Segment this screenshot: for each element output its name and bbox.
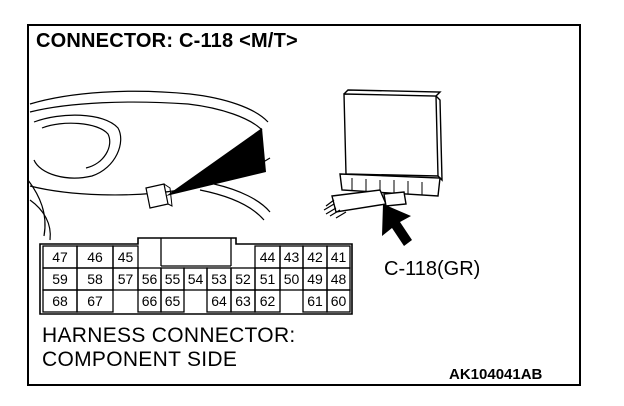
dashboard-left-edge <box>27 179 46 237</box>
steering-column <box>29 199 51 241</box>
pin-number: 58 <box>87 271 103 287</box>
callout-wedge <box>166 128 266 196</box>
pin-cell <box>326 289 351 313</box>
pin-cell <box>76 289 114 313</box>
pin-number: 59 <box>52 271 68 287</box>
pin-number: 54 <box>188 271 204 287</box>
pin-number: 53 <box>211 271 227 287</box>
pin-number: 50 <box>284 271 300 287</box>
harness-label-line2: COMPONENT SIDE <box>42 348 238 371</box>
pin-number: 46 <box>87 249 103 265</box>
dashboard-upper-curve <box>29 90 269 123</box>
pin-number: 63 <box>235 293 251 309</box>
pin-number: 41 <box>331 249 347 265</box>
arrow-head <box>382 204 412 246</box>
pin-number: 42 <box>307 249 323 265</box>
pin-cell <box>254 289 281 313</box>
harness-wires <box>323 199 347 219</box>
harness-label-line1: HARNESS CONNECTOR: <box>42 324 296 347</box>
pin-number: 62 <box>260 293 276 309</box>
instrument-cluster-inner <box>41 122 111 169</box>
dashboard-upper-inner <box>29 101 263 131</box>
component-top-edge <box>343 89 442 97</box>
pin-number: 64 <box>211 293 227 309</box>
console-edge-2 <box>213 183 271 213</box>
figure-code: AK104041AB <box>449 366 543 383</box>
connector-ribs <box>351 178 423 195</box>
component-connector-housing <box>339 173 441 197</box>
pin-number: 49 <box>307 271 323 287</box>
pin-number: 67 <box>87 293 103 309</box>
pin-number: 51 <box>260 271 276 287</box>
pin-number: 66 <box>142 293 158 309</box>
pin-number: 57 <box>118 271 134 287</box>
pin-number: 68 <box>52 293 68 309</box>
pin-number: 61 <box>307 293 323 309</box>
pin-number: 43 <box>284 249 300 265</box>
pin-number: 55 <box>165 271 181 287</box>
pin-number: 65 <box>165 293 181 309</box>
location-marker <box>145 128 266 209</box>
pointer-arrow <box>382 204 412 246</box>
pin-number: 45 <box>118 249 134 265</box>
pin-cell <box>160 289 185 313</box>
pin-number: 44 <box>260 249 276 265</box>
pin-number: 56 <box>142 271 158 287</box>
pin-number: 48 <box>331 271 347 287</box>
harness-plug-2 <box>383 191 407 207</box>
pin-number: 52 <box>235 271 251 287</box>
pin-number: 60 <box>331 293 347 309</box>
diagram-frame <box>27 24 581 386</box>
diagram-title: CONNECTOR: C-118 <M/T> <box>36 30 298 52</box>
console-edge <box>199 189 265 221</box>
connector-outline <box>39 237 353 315</box>
marker-box-side <box>163 183 173 207</box>
pin-number: 47 <box>52 249 68 265</box>
connector-callout-label: C-118(GR) <box>384 258 481 280</box>
instrument-cluster <box>33 114 122 179</box>
component-drawing <box>323 89 443 219</box>
